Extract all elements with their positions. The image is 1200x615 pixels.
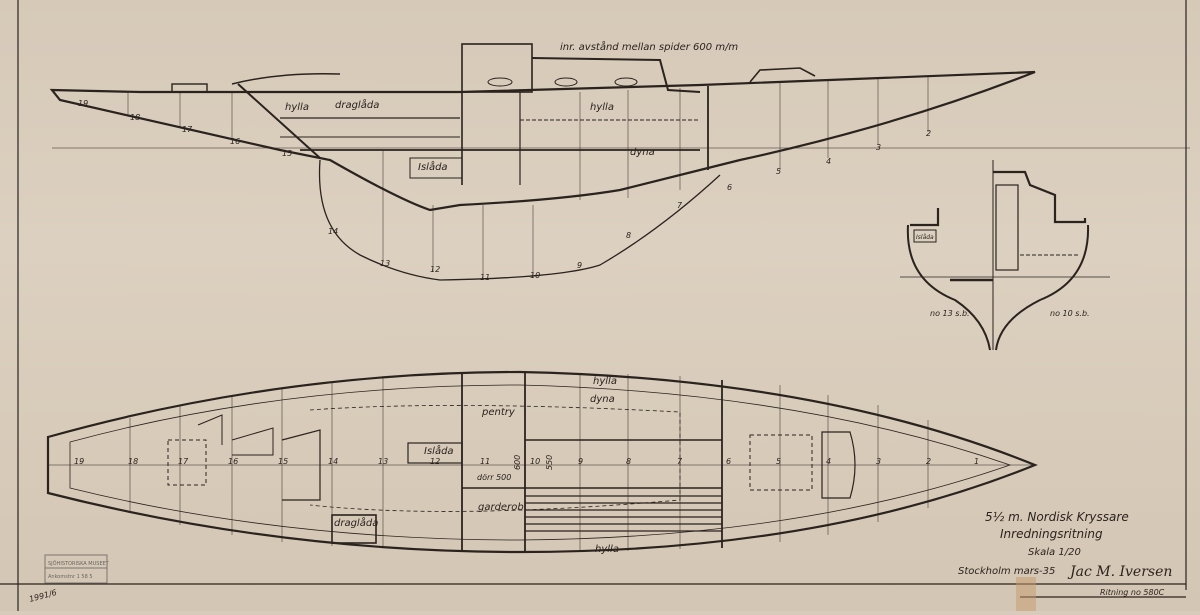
plan-label-icebox: Islåda xyxy=(424,444,454,457)
plan-station-number: 15 xyxy=(278,457,288,466)
museum-stamp: SJÖHISTORISKA MUSEET Ankomstnr 1 58 5 xyxy=(44,554,110,584)
keel-station-number: 9 xyxy=(577,261,582,270)
label-shelf: hylla xyxy=(285,102,309,113)
keel-station-number: 14 xyxy=(328,227,338,236)
plan-station-number: 5 xyxy=(776,457,781,466)
plan-station-number: 1 xyxy=(974,457,979,466)
plan-station-number: 18 xyxy=(128,457,138,466)
label-cushion: dyna xyxy=(630,147,655,158)
keel-station-number: 11 xyxy=(480,273,490,282)
plan-station-number: 11 xyxy=(480,457,490,466)
plan-station-number: 16 xyxy=(228,457,238,466)
plan-label-cushion: dyna xyxy=(590,394,615,405)
keel-station-number: 6 xyxy=(727,183,732,192)
catalog-mark: 1991/6 xyxy=(28,588,58,604)
title-scale: Skala 1/20 xyxy=(1028,547,1081,558)
plan-station-number: 2 xyxy=(926,457,931,466)
cross-section: Islåda no 13 s.b. no 10 s.b. xyxy=(900,160,1110,351)
hull-station-numbers: 19 18 17 16 15 xyxy=(78,99,292,158)
plan-station-number: 3 xyxy=(876,457,881,466)
plan-station-number: 10 xyxy=(530,457,540,466)
stamp-line-2: Ankomstnr 1 58 5 xyxy=(48,574,93,580)
hull-station-number: 17 xyxy=(182,125,193,134)
plan-station-number: 6 xyxy=(726,457,731,466)
title-boat-class: 5½ m. Nordisk Kryssare xyxy=(985,510,1129,524)
section-right-label: no 10 s.b. xyxy=(1050,309,1090,318)
hull-station-number: 18 xyxy=(130,113,140,122)
plan-label-door: dörr 500 xyxy=(477,473,511,482)
plan-label-pantry: pentry xyxy=(481,407,516,418)
keel-station-number: 2 xyxy=(926,129,931,138)
title-block: 5½ m. Nordisk Kryssare Inredningsritning… xyxy=(958,510,1172,597)
plan-station-numbers: 19 18 17 16 15 14 13 12 11 10 9 8 7 6 5 … xyxy=(74,457,979,466)
drawing-number: Ritning no 580C xyxy=(1100,588,1165,597)
plan-label-shelf-bottom: hylla xyxy=(595,544,619,555)
tape-stain xyxy=(1016,577,1036,611)
title-drawing-type: Inredningsritning xyxy=(1000,527,1103,541)
label-drawer: draglåda xyxy=(335,98,379,111)
plan-view: hylla dyna pentry Islåda dörr 500 600 55… xyxy=(46,370,1038,555)
keel-station-numbers: 14 13 12 11 10 9 8 7 6 5 4 3 2 xyxy=(328,129,931,282)
plan-station-number: 9 xyxy=(578,457,583,466)
plan-station-number: 7 xyxy=(677,457,683,466)
plan-station-number: 14 xyxy=(328,457,338,466)
spacing-note: inr. avstånd mellan spider 600 m/m xyxy=(560,40,738,53)
keel-station-number: 12 xyxy=(430,265,440,274)
keel-station-number: 3 xyxy=(876,143,881,152)
stamp-line-1: SJÖHISTORISKA MUSEET xyxy=(48,560,110,567)
label-shelf-2: hylla xyxy=(590,102,614,113)
keel-station-number: 10 xyxy=(530,271,540,280)
plan-station-number: 13 xyxy=(378,457,388,466)
label-icebox: Islåda xyxy=(418,160,448,173)
side-profile: inr. avstånd mellan spider 600 m/m hylla… xyxy=(49,40,1190,282)
keel-station-number: 8 xyxy=(626,231,631,240)
designer-signature: Jac M. Iversen xyxy=(1067,564,1172,580)
plan-station-number: 8 xyxy=(626,457,631,466)
keel-station-number: 7 xyxy=(677,201,683,210)
plan-label-drawer: draglåda xyxy=(334,516,378,529)
dimension-600: 600 xyxy=(513,455,522,470)
hull-station-number: 16 xyxy=(230,137,240,146)
plan-station-number: 17 xyxy=(178,457,189,466)
plan-station-number: 12 xyxy=(430,457,440,466)
keel-station-number: 5 xyxy=(776,167,781,176)
section-left-label: no 13 s.b. xyxy=(930,309,970,318)
plan-label-shelf-top: hylla xyxy=(593,376,617,387)
plan-label-wardrobe: garderob xyxy=(478,502,524,513)
dimension-550: 550 xyxy=(545,455,554,470)
section-icebox-label: Islåda xyxy=(916,234,934,241)
hull-station-number: 19 xyxy=(78,99,88,108)
title-place-date: Stockholm mars-35 xyxy=(958,566,1055,577)
hull-station-number: 15 xyxy=(282,149,292,158)
plan-station-number: 19 xyxy=(74,457,84,466)
keel-station-number: 13 xyxy=(380,259,390,268)
plan-station-number: 4 xyxy=(826,457,831,466)
keel-station-number: 4 xyxy=(826,157,831,166)
